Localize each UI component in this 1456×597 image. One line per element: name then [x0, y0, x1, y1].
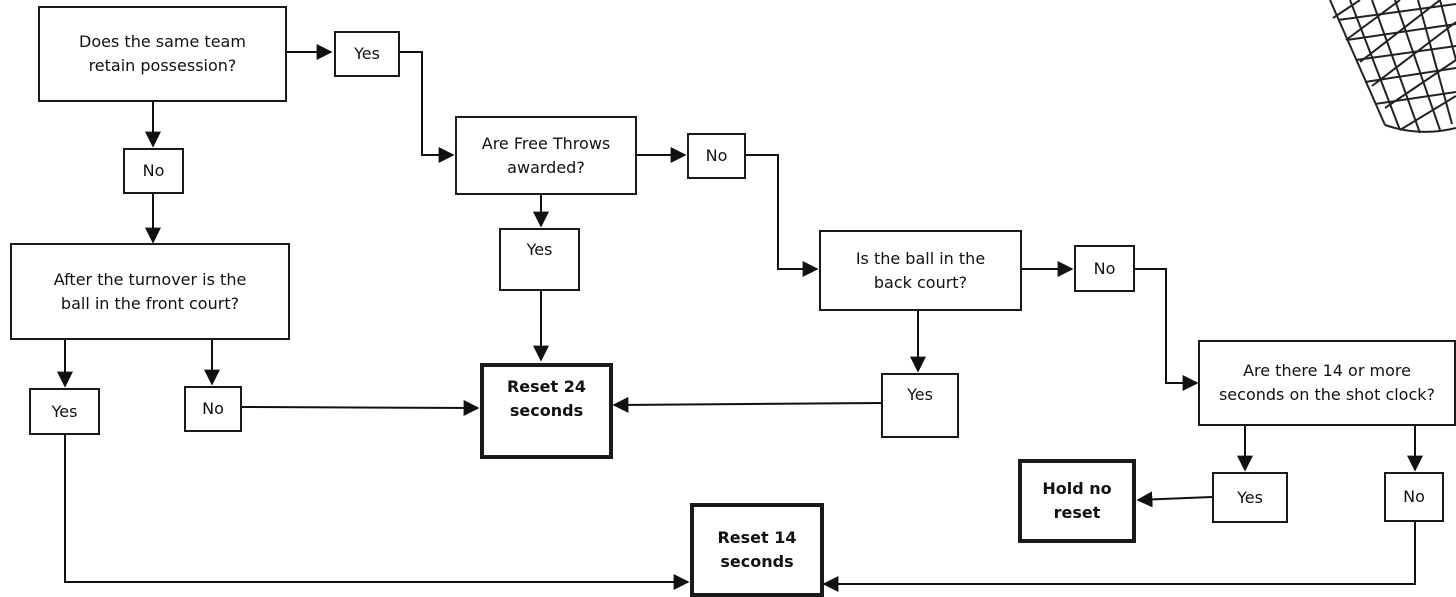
- arrow-yes-reset14: [64, 434, 690, 590]
- arrow-no-backcourt: [745, 154, 819, 277]
- question-back-court: Is the ball in the back court?: [819, 230, 1022, 311]
- arrow-no-reset24: [240, 399, 480, 416]
- outcome-hold-no-reset: Hold no reset: [1018, 459, 1136, 543]
- outcome-reset-24-seconds: Reset 24 seconds: [480, 363, 613, 459]
- arrow-no-reset14: [822, 521, 1416, 592]
- question-free-throws: Are Free Throws awarded?: [455, 116, 637, 195]
- question-front-court: After the turnover is the ball in the fr…: [10, 243, 290, 340]
- question-same-team-possession: Does the same team retain possession?: [38, 6, 287, 102]
- arrow-yes-reset24-right: [612, 396, 882, 413]
- answer-no-free-throws: No: [687, 133, 746, 179]
- answer-no-back-court: No: [1074, 245, 1135, 292]
- outcome-reset-14-seconds: Reset 14 seconds: [690, 503, 824, 597]
- answer-no-front-court: No: [184, 386, 242, 432]
- arrow-yes-freethrows: [398, 51, 455, 163]
- question-shot-clock: Are there 14 or more seconds on the shot…: [1198, 340, 1456, 426]
- answer-no-possession: No: [123, 148, 184, 194]
- answer-yes-possession: Yes: [334, 31, 400, 77]
- answer-yes-back-court: Yes: [881, 373, 959, 438]
- answer-yes-free-throws: Yes: [499, 228, 580, 291]
- arrow-no-shotclock: [1134, 268, 1199, 391]
- basketball-net-icon: [1329, 0, 1456, 134]
- arrow-yes-hold: [1136, 491, 1213, 508]
- answer-no-shot-clock: No: [1384, 472, 1444, 522]
- answer-yes-front-court: Yes: [29, 388, 100, 435]
- answer-yes-shot-clock: Yes: [1212, 472, 1288, 523]
